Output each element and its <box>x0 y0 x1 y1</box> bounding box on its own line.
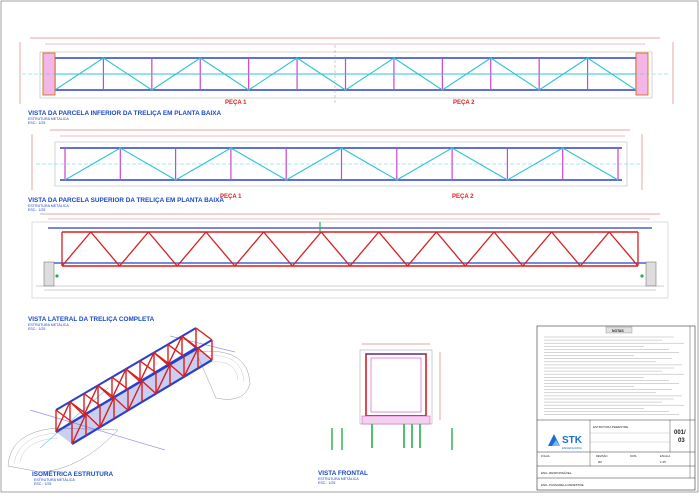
iso-far-diagonal <box>85 413 101 428</box>
iso-near-diagonal <box>139 352 155 382</box>
project-name: ESTRUTURA PEDESTRE <box>593 425 628 429</box>
sheet-total: 03 <box>678 438 685 444</box>
logo-sub: ENGENHARIA <box>562 446 582 450</box>
revision-value: R0 <box>598 460 602 464</box>
sheet-number: 001/ <box>674 430 686 436</box>
side-diagonal-member <box>579 231 610 267</box>
side-diagonal-member <box>407 231 437 267</box>
bottom-piece-2-label: PEÇA 2 <box>453 100 475 106</box>
notes-header: NOTAS <box>612 329 624 333</box>
iso-far-diagonal <box>197 347 213 361</box>
isometric-view: ISOMÉTRICA ESTRUTURA ESTRUTURA METÁLICA … <box>7 327 251 486</box>
iso-near-diagonal <box>181 335 197 349</box>
top-plan-view: PEÇA 1 PEÇA 2 VISTA DA PARCELA SUPERIOR … <box>28 129 643 212</box>
title-block: NOTAS STK ENGENHARIA ESTRUTURA PEDESTRE … <box>536 325 696 491</box>
side-view-title: VISTA LATERAL DA TRELIÇA COMPLETA <box>28 316 155 323</box>
label-data: DATA <box>630 454 637 458</box>
iso-far-diagonal <box>113 396 129 411</box>
side-diagonal-member <box>176 231 207 267</box>
side-diagonal-member <box>522 231 553 267</box>
side-diagonal-member <box>147 231 178 267</box>
side-diagonal-member <box>291 231 322 267</box>
label-folha: FOLHA <box>541 454 550 458</box>
top-plan-sub1: ESTRUTURA METÁLICA <box>28 204 69 208</box>
front-view-sub2: ESC.: 1/25 <box>318 481 335 485</box>
front-view-title: VISTA FRONTAL <box>318 470 368 477</box>
bottom-plan-sub2: ESC.: 1/25 <box>28 121 45 125</box>
top-piece-1-label: PEÇA 1 <box>220 194 242 200</box>
footer-line-2: ENG. PASSARELA PEDESTRE <box>541 483 584 487</box>
label-revisao: REVISÃO <box>596 453 608 458</box>
iso-near-diagonal <box>125 368 141 383</box>
iso-far-diagonal <box>183 347 199 378</box>
side-diagonal-member <box>263 231 293 267</box>
side-diagonal-member <box>378 231 409 267</box>
iso-far-diagonal <box>71 413 87 445</box>
iso-near-diagonal <box>167 335 183 366</box>
side-diagonal-member <box>205 231 236 267</box>
bottom-plan-title: VISTA DA PARCELA INFERIOR DA TRELIÇA EM … <box>28 110 222 117</box>
side-truss-view: VISTA LATERAL DA TRELIÇA COMPLETA ESTRUT… <box>28 213 669 331</box>
iso-near-diagonal <box>153 352 169 366</box>
top-diagonal-member <box>175 147 232 181</box>
side-diagonal-member <box>551 231 581 267</box>
side-diagonal-member <box>320 231 351 267</box>
top-diagonal-member <box>451 147 508 181</box>
iso-view-sub1: ESTRUTURA METÁLICA <box>34 478 75 482</box>
front-view: VISTA FRONTAL ESTRUTURA METÁLICA ESC.: 1… <box>318 343 453 485</box>
side-diagonal-member <box>435 231 466 267</box>
side-diagonal-member <box>349 231 380 267</box>
side-diagonal-member <box>61 231 92 267</box>
front-view-sub1: ESTRUTURA METÁLICA <box>318 477 359 481</box>
label-escala: ESCALA <box>660 454 671 458</box>
top-piece-2-label: PEÇA 2 <box>452 194 474 200</box>
iso-far-diagonal <box>141 380 157 395</box>
logo-text: STK <box>562 435 583 446</box>
top-plan-sub2: ESC.: 1/25 <box>28 208 45 212</box>
side-view-sub2: ESC.: 1/25 <box>28 327 45 331</box>
iso-far-diagonal <box>169 364 185 378</box>
side-diagonal-member <box>234 231 265 267</box>
iso-view-sub2: ESC.: 1/25 <box>34 482 51 486</box>
side-view-sub1: ESTRUTURA METÁLICA <box>28 323 69 327</box>
iso-view-title: ISOMÉTRICA ESTRUTURA <box>32 469 113 478</box>
footer-line-1: ENG. RESPONSÁVEL <box>541 471 572 475</box>
bottom-plan-view: PEÇA 1 PEÇA 2 VISTA DA PARCELA INFERIOR … <box>19 37 674 125</box>
iso-top-strut <box>195 327 213 341</box>
side-diagonal-member <box>119 231 149 267</box>
side-diagonal-member <box>90 231 121 267</box>
iso-far-diagonal <box>99 397 115 428</box>
side-diagonal-member <box>464 231 495 267</box>
top-plan-title: VISTA DA PARCELA SUPERIOR DA TRELIÇA EM … <box>28 197 224 204</box>
iso-near-diagonal <box>55 401 71 433</box>
iso-near-diagonal <box>97 384 113 399</box>
iso-near-diagonal <box>111 368 127 399</box>
scale-value: 1:25 <box>660 460 666 464</box>
side-diagonal-member <box>493 231 524 267</box>
iso-far-diagonal <box>127 380 143 411</box>
iso-near-diagonal <box>83 385 99 416</box>
bottom-piece-1-label: PEÇA 1 <box>225 100 247 106</box>
iso-far-diagonal <box>155 364 171 394</box>
iso-near-diagonal <box>69 401 85 416</box>
side-diagonal-member <box>608 231 639 267</box>
bottom-plan-sub1: ESTRUTURA METÁLICA <box>28 117 69 121</box>
top-diagonal-member <box>396 147 453 181</box>
